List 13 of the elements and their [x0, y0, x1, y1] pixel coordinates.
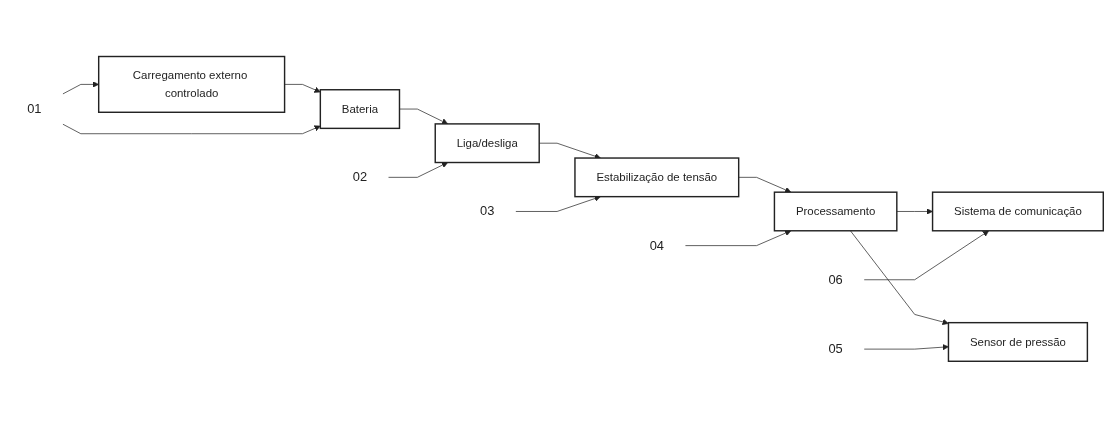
node-text: 02 [352, 169, 368, 185]
node-text: 03 [480, 203, 495, 219]
node-box: Processamento [773, 191, 898, 232]
node-text: 06 [828, 272, 843, 287]
node-box: Estabilização de tensão [574, 157, 740, 198]
node-box: Sistema de comunicação [931, 191, 1104, 232]
node-box: Bateria [319, 89, 401, 130]
node-text: 05 [828, 341, 843, 356]
node-box: Liga/desliga [434, 123, 540, 164]
node-text: 04 [649, 238, 664, 253]
node-box: Sensor de pressão [947, 321, 1089, 362]
node-text: 01 [27, 101, 42, 116]
node-box: Carregamento externo controlado [97, 55, 286, 113]
